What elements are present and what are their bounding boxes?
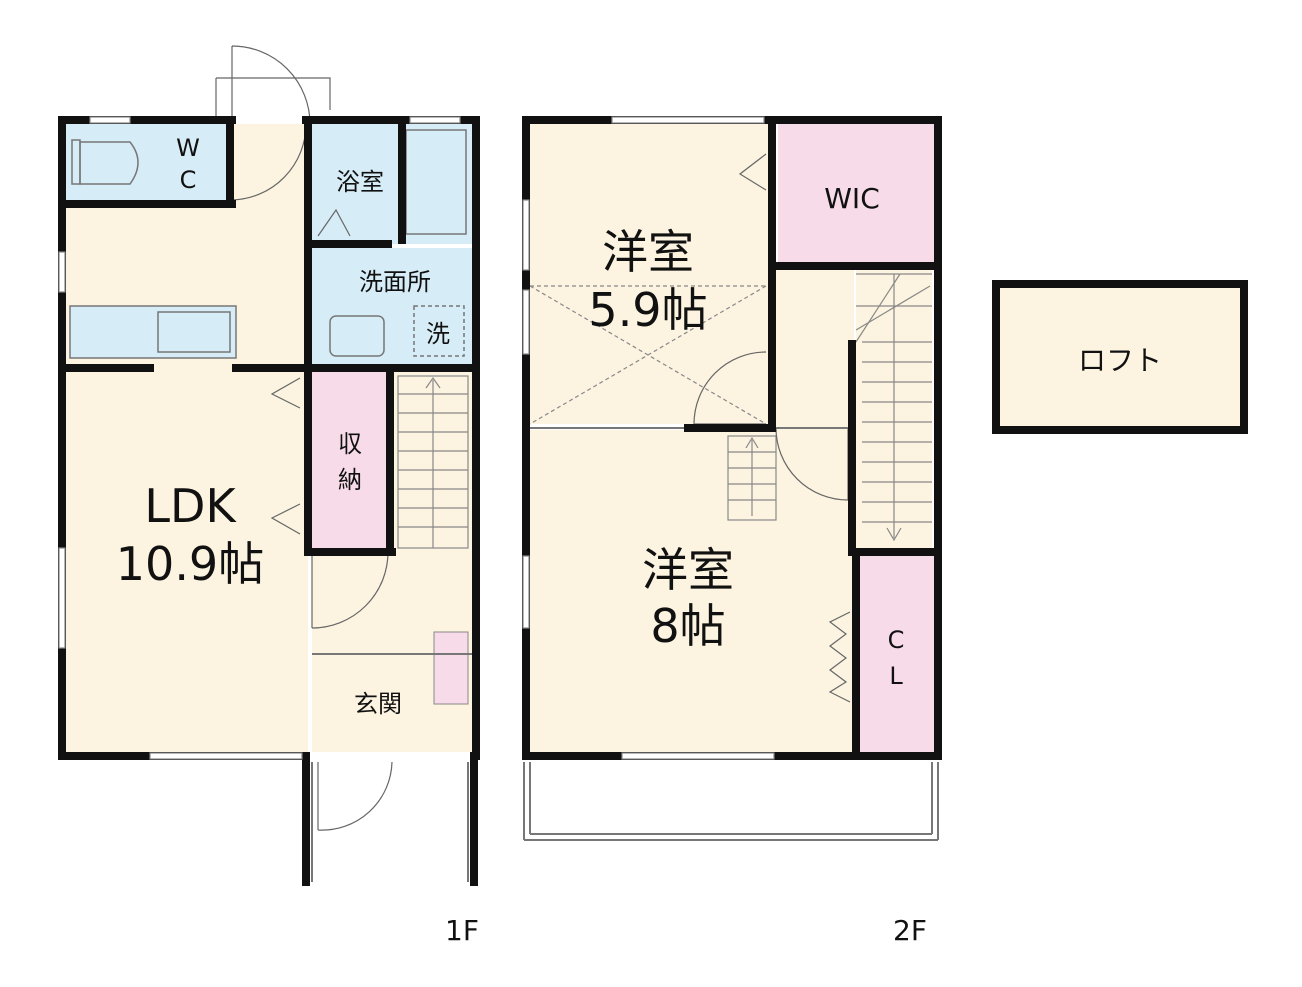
shoe-cabinet: [433, 631, 469, 705]
room2-name: 洋室: [642, 543, 734, 597]
windows-1f: [58, 116, 461, 760]
loft: ロフト: [992, 280, 1248, 434]
storage-floor: [312, 372, 388, 548]
room1-size: 5.9帖: [588, 283, 707, 337]
bath-floor: [312, 124, 472, 244]
toilet-bowl: [79, 141, 139, 185]
hall2-floor: [776, 270, 854, 430]
windows-2f: [522, 116, 775, 760]
door-swings-2f: [693, 153, 851, 703]
wic-floor: [778, 124, 934, 264]
kitchen-sink: [157, 311, 231, 353]
floor-2-label: 2F: [893, 914, 927, 947]
room2-size: 8帖: [650, 599, 725, 653]
wc-floor: [66, 124, 228, 202]
wic-label: WIC: [824, 182, 880, 215]
wc-label-w: W: [176, 134, 200, 162]
bath-label: 浴室: [336, 168, 384, 196]
room1-name: 洋室: [602, 225, 694, 279]
wc-label-c: C: [180, 166, 197, 194]
washer-pan: [413, 305, 465, 357]
storage-label-1: 収: [338, 430, 362, 458]
storage-label-2: 納: [338, 466, 362, 494]
entrance-label: 玄関: [354, 690, 402, 718]
closet-label-c: C: [888, 626, 905, 654]
washroom-floor: [312, 248, 472, 366]
stairs-1f: [397, 375, 469, 549]
thin-partitions-1f: [311, 653, 472, 882]
wash-basin: [329, 315, 385, 357]
ldk-name: LDK: [144, 479, 237, 533]
room1-floor: [530, 124, 770, 424]
closet-floor: [858, 556, 934, 752]
washer-label: 洗: [426, 320, 450, 348]
loft-label: ロフト: [1078, 344, 1162, 377]
loft-hatch: [529, 285, 767, 425]
ldk-size: 10.9帖: [116, 537, 264, 591]
loft-ladder: [727, 435, 777, 521]
kitchen-counter: [69, 305, 237, 359]
thin-partitions-2f: [523, 427, 939, 841]
stairs-2f: [855, 273, 932, 542]
loft-room: [992, 280, 1248, 434]
room2-floor: [530, 430, 854, 752]
washroom-label: 洗面所: [359, 268, 431, 296]
closet-label-l: L: [889, 662, 903, 690]
first-floor: W C 浴室 洗面所 洗 収 納 LDK 10.9帖 玄関 1F: [58, 45, 480, 947]
floor-1-label: 1F: [445, 914, 479, 947]
walls-2f: [522, 116, 942, 760]
ldk-floor: [66, 124, 308, 752]
second-floor: 洋室 5.9帖 WIC 洋室 8帖 C L 2F: [522, 116, 942, 947]
